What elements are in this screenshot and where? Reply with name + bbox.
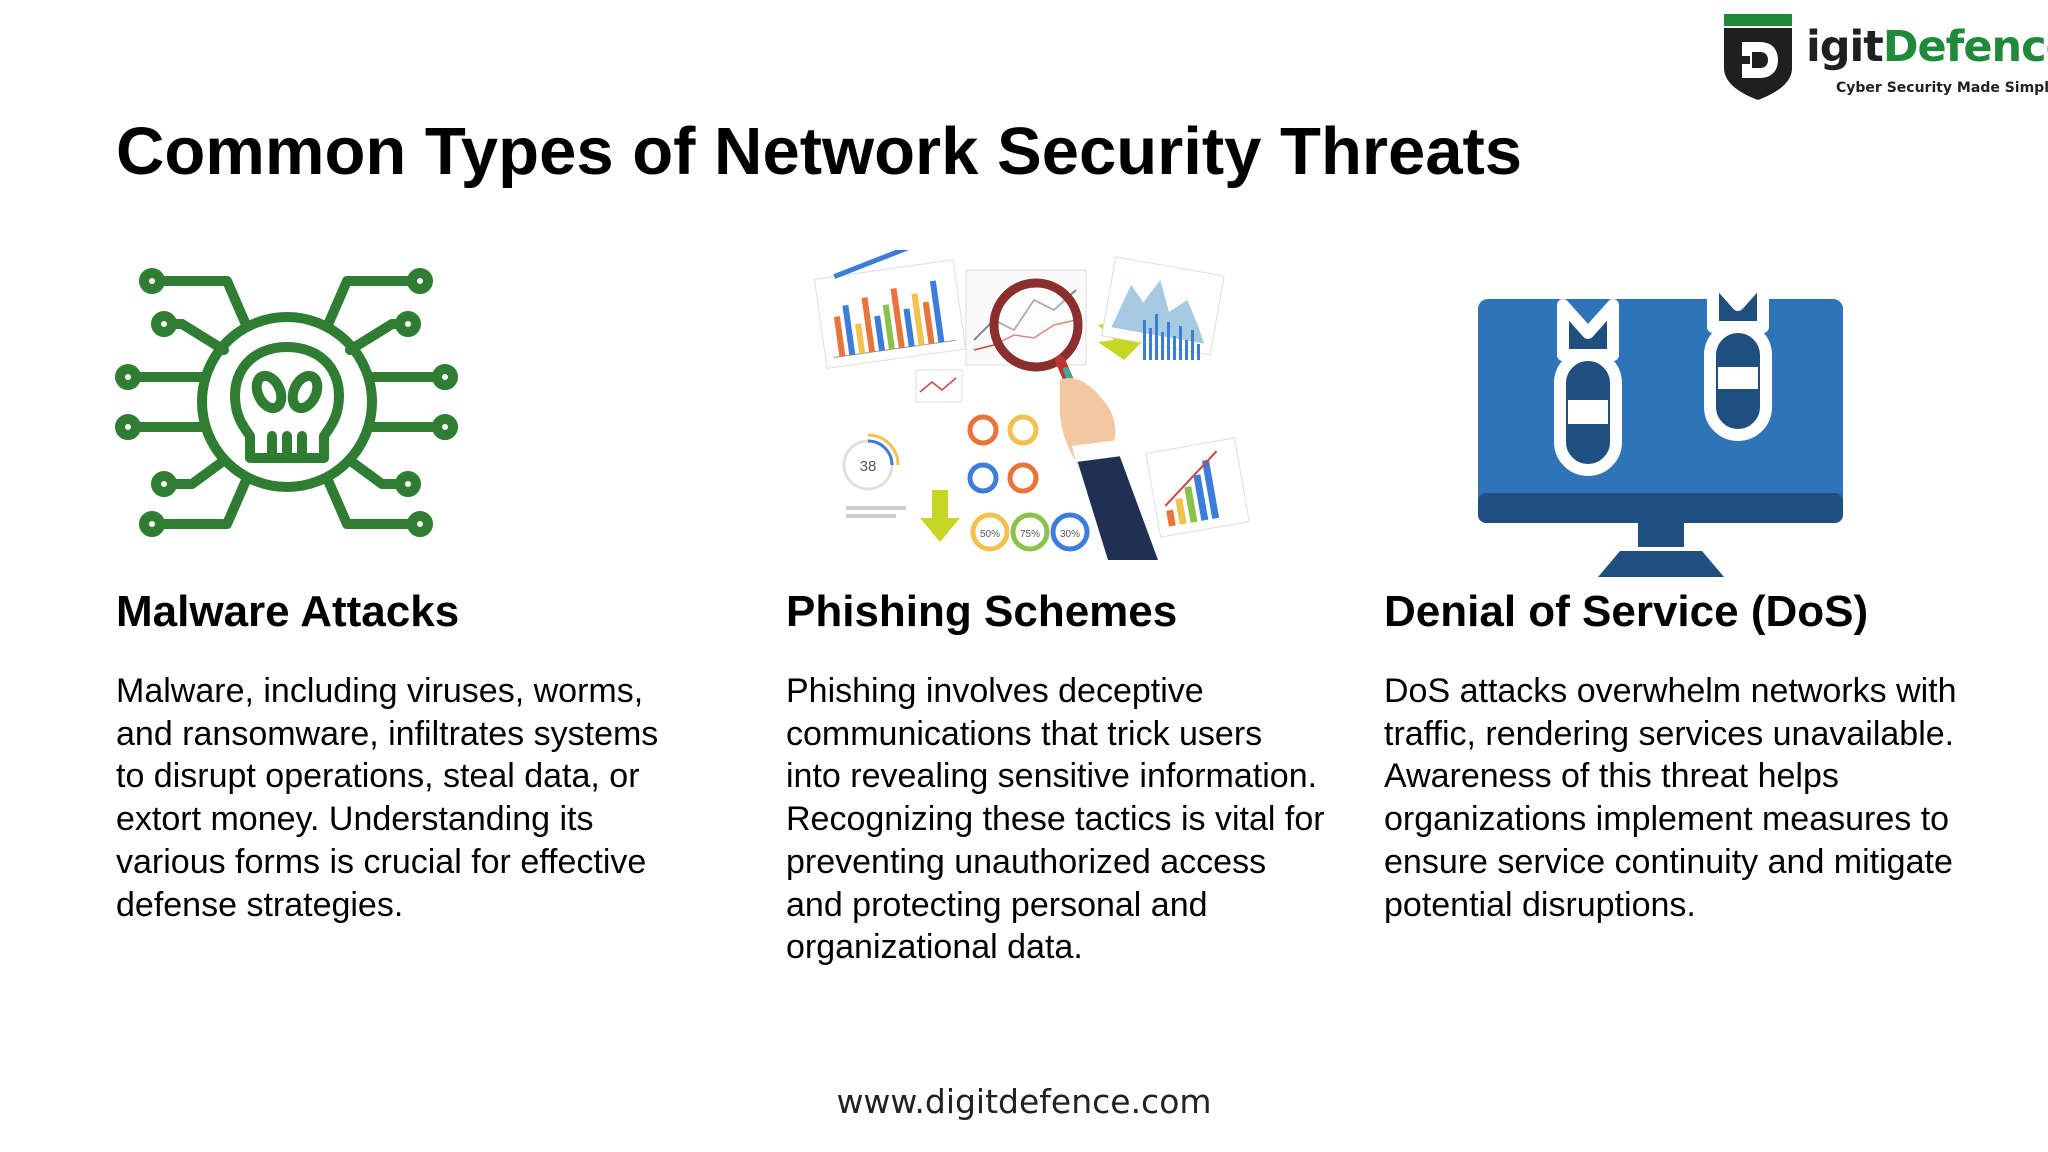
phishing-body: Phishing involves deceptive communicatio… [786, 672, 1325, 967]
monitor-bombs-icon [1478, 215, 1843, 577]
footer-url[interactable]: www.digitdefence.com [836, 1082, 1212, 1121]
donut-label-3: 30% [1060, 529, 1080, 540]
malware-body: Malware, including viruses, worms, and r… [116, 672, 659, 924]
shield-d-icon [1724, 14, 1792, 100]
logo-wordmark: igitDefence [1806, 26, 2048, 69]
page-title: Common Types of Network Security Threats [116, 114, 1523, 189]
donut-label-1: 50% [980, 529, 1000, 540]
dos-heading: Denial of Service (DoS) [1384, 587, 1869, 636]
magnifier-charts-icon: 38 50% 75% 30% [813, 250, 1250, 560]
brand-logo: igitDefence Cyber Security Made Simple. [1718, 12, 2048, 102]
logo-tagline: Cyber Security Made Simple. [1836, 80, 2048, 96]
gauge-label: 38 [860, 458, 877, 475]
skull-circuit-icon [115, 268, 458, 537]
logo-word-left: igit [1806, 22, 1884, 72]
donut-label-2: 75% [1020, 529, 1040, 540]
logo-word-right: Defence [1882, 22, 2048, 72]
phishing-heading: Phishing Schemes [786, 587, 1178, 636]
dos-body: DoS attacks overwhelm networks with traf… [1384, 672, 1957, 924]
malware-heading: Malware Attacks [116, 587, 460, 636]
